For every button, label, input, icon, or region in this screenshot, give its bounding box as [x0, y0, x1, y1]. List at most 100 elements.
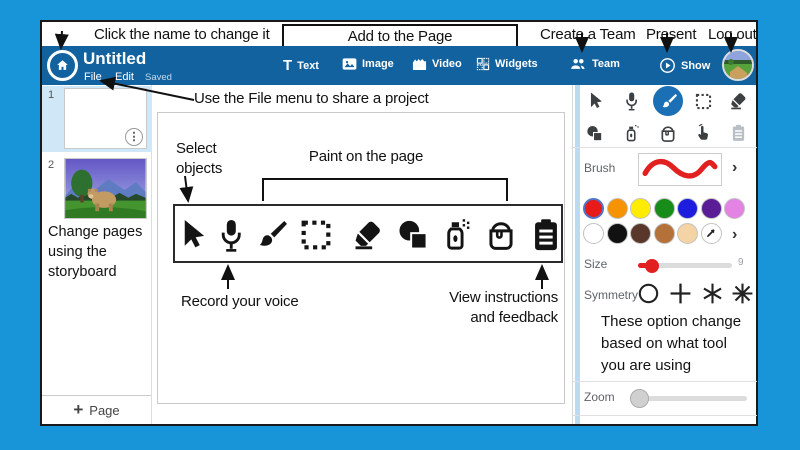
annotation-select-objects: Select objects	[176, 140, 223, 177]
select-region-tool-icon	[300, 216, 332, 254]
menu-file[interactable]: File	[84, 71, 102, 83]
app-header: Untitled File Edit Saved T Text Image Vi…	[42, 46, 756, 85]
shapes-tool-icon	[397, 216, 429, 254]
add-page-button[interactable]: + Page	[42, 395, 151, 424]
color-swatch-yellow[interactable]	[630, 198, 651, 219]
annotation-options-change: These option change based on what tool y…	[601, 313, 742, 374]
canvas-scrollbar[interactable]	[575, 85, 580, 424]
toolbar-team-button[interactable]: Team	[570, 57, 620, 71]
video-icon	[412, 57, 427, 71]
brush-more-chevron-icon[interactable]: ›	[732, 159, 738, 176]
image-icon	[342, 57, 357, 71]
paint-brush-tool-button-selected[interactable]	[653, 86, 683, 116]
paint-fill-tool-icon	[485, 216, 517, 254]
toolbar-show-button[interactable]: Show	[659, 57, 710, 74]
home-icon	[55, 58, 70, 73]
brush-label: Brush	[584, 161, 616, 175]
home-button[interactable]	[47, 50, 78, 81]
select-tool-icon	[175, 216, 207, 254]
storyboard: 1 ⋮ 2	[42, 85, 152, 424]
page-number: 1	[48, 89, 55, 101]
toolbar-widgets-button[interactable]: Widgets	[476, 57, 538, 71]
symmetry-label: Symmetry	[584, 288, 638, 302]
page-1-thumbnail[interactable]: ⋮	[64, 88, 147, 149]
text-icon: T	[283, 57, 293, 74]
annotation-change-pages: Change pages using the storyboard	[48, 224, 143, 280]
color-swatch-blue[interactable]	[677, 198, 698, 219]
color-swatch-white[interactable]	[583, 223, 604, 244]
storyboard-page-2[interactable]: 2	[42, 156, 152, 222]
gesture-tool-button[interactable]	[688, 118, 718, 148]
select-region-tool-button[interactable]	[688, 86, 718, 116]
paint-fill-tool-button[interactable]	[653, 118, 683, 148]
arrow-to-title	[54, 30, 69, 50]
symmetry-none-icon[interactable]	[637, 282, 660, 305]
color-swatch-brown[interactable]	[630, 223, 651, 244]
instructions-tool-icon	[530, 216, 562, 254]
toolbar-text-button[interactable]: T Text	[283, 57, 319, 74]
symmetry-2way-icon[interactable]	[669, 282, 692, 305]
size-label: Size	[584, 257, 608, 271]
color-swatch-black[interactable]	[606, 223, 628, 244]
color-palette-row-1	[583, 198, 745, 219]
zoom-label: Zoom	[584, 390, 615, 404]
bear-scene-image	[65, 159, 146, 218]
show-play-icon	[659, 57, 676, 74]
annotation-file-menu: Use the File menu to share a project	[194, 90, 429, 107]
color-swatch-red-selected[interactable]	[583, 198, 604, 219]
symmetry-8way-icon[interactable]	[731, 282, 754, 305]
widgets-icon	[476, 57, 490, 71]
user-avatar[interactable]	[722, 49, 754, 81]
eyedropper-icon	[706, 228, 715, 237]
record-voice-tool-button[interactable]	[616, 86, 646, 116]
annotation-present: Present	[646, 26, 697, 43]
app-screenshot: Click the name to change it Add to the P…	[40, 20, 758, 426]
size-slider-thumb[interactable]	[645, 258, 659, 273]
palette-more-chevron-icon[interactable]: ›	[732, 226, 738, 243]
annotation-add-to-page: Add to the Page	[282, 24, 518, 46]
paint-brush-tool-icon	[255, 216, 287, 254]
page-2-thumbnail[interactable]	[64, 158, 147, 219]
eyedropper-button[interactable]	[700, 223, 722, 244]
annotation-log-out: Log out	[708, 26, 757, 43]
symmetry-6way-icon[interactable]	[701, 282, 724, 305]
color-swatch-purple[interactable]	[700, 198, 722, 219]
toolbar-image-button[interactable]: Image	[342, 57, 394, 71]
instructions-tool-button-disabled[interactable]	[723, 118, 753, 148]
annotation-click-name: Click the name to change it	[94, 26, 270, 43]
annotation-create-team: Create a Team	[540, 26, 636, 43]
color-swatch-orchid[interactable]	[724, 198, 745, 219]
zoom-slider-thumb[interactable]	[630, 389, 649, 408]
tool-options-panel: Brush › ›	[572, 85, 757, 424]
zoom-slider[interactable]	[630, 389, 747, 408]
annotation-paint: Paint on the page	[308, 148, 424, 165]
tools-diagram-box	[173, 204, 563, 263]
color-swatch-orange[interactable]	[606, 198, 628, 219]
storyboard-page-1[interactable]: 1 ⋮	[42, 86, 152, 152]
color-swatch-light-brown[interactable]	[653, 223, 675, 244]
size-slider[interactable]	[638, 258, 732, 273]
brush-stroke-sample	[642, 159, 718, 179]
eraser-tool-icon	[352, 216, 384, 254]
toolbar-video-button[interactable]: Video	[412, 57, 462, 71]
color-swatch-green[interactable]	[653, 198, 675, 219]
annotation-record-voice: Record your voice	[181, 293, 299, 310]
brush-preview[interactable]	[638, 153, 722, 186]
save-status: Saved	[145, 72, 172, 83]
canvas-page[interactable]: Select objects Paint on the page	[157, 112, 565, 404]
project-title[interactable]: Untitled	[83, 49, 147, 68]
page-menu-button[interactable]: ⋮	[125, 128, 143, 146]
size-value: 9	[738, 257, 744, 268]
eraser-tool-button[interactable]	[723, 86, 753, 116]
annotation-view-instructions: View instructions and feedback	[449, 289, 558, 326]
spray-paint-tool-button[interactable]	[616, 118, 646, 148]
plus-icon: +	[73, 400, 84, 419]
team-icon	[570, 57, 587, 71]
shapes-tool-button[interactable]	[579, 118, 609, 148]
page-number: 2	[48, 159, 55, 171]
color-palette-row-2	[583, 223, 722, 244]
select-tool-button[interactable]	[579, 86, 609, 116]
color-swatch-tan[interactable]	[677, 223, 698, 244]
menu-edit[interactable]: Edit	[115, 71, 134, 83]
